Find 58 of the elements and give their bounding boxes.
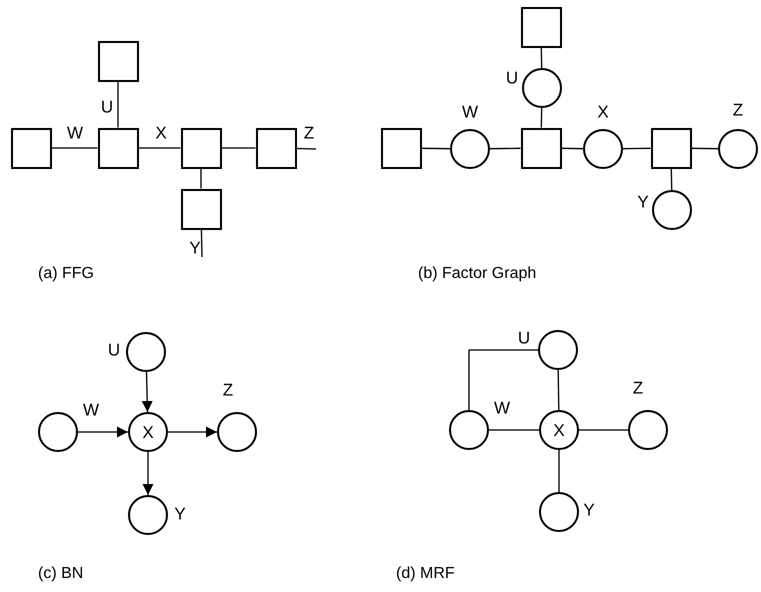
variable-label: X bbox=[597, 104, 609, 120]
panel-caption: (d) MRF bbox=[396, 566, 455, 582]
connector-line bbox=[540, 47, 542, 68]
variable-label: Y bbox=[637, 194, 649, 210]
arrow bbox=[142, 372, 153, 412]
connector-line bbox=[200, 168, 202, 188]
node-label: X bbox=[553, 422, 565, 438]
edge-label: U bbox=[100, 98, 114, 116]
variable-label: W bbox=[82, 402, 100, 418]
connector-line bbox=[52, 147, 98, 149]
connector-line bbox=[138, 147, 180, 149]
variable-label: W bbox=[462, 104, 478, 120]
factor-box bbox=[650, 128, 692, 168]
variable-label: U bbox=[506, 70, 518, 86]
edge-label: W bbox=[66, 124, 84, 142]
connector-line bbox=[490, 148, 520, 150]
arrow bbox=[142, 452, 154, 495]
edge-label: X bbox=[155, 124, 167, 142]
connector-line bbox=[670, 168, 672, 190]
variable-label: Z bbox=[222, 382, 234, 398]
variable-label: Z bbox=[632, 380, 644, 396]
factor-box bbox=[520, 6, 562, 48]
factor-box bbox=[380, 128, 422, 168]
connector-line bbox=[623, 148, 650, 150]
factor-box bbox=[98, 128, 138, 168]
connector-line bbox=[558, 370, 560, 410]
connector-line bbox=[422, 148, 450, 150]
variable-label: W bbox=[494, 400, 510, 416]
panel-caption: (a) FFG bbox=[38, 266, 94, 282]
arrow bbox=[78, 426, 128, 438]
arrow bbox=[168, 426, 217, 438]
node-label: X bbox=[142, 424, 154, 440]
variable-label: Y bbox=[174, 506, 186, 522]
factor-box bbox=[520, 128, 562, 168]
edge-label: Z bbox=[304, 124, 314, 142]
connector-line bbox=[117, 82, 119, 128]
connector-line bbox=[489, 429, 539, 431]
panel-caption: (b) Factor Graph bbox=[418, 266, 536, 282]
factor-box bbox=[10, 128, 52, 168]
factor-box bbox=[180, 128, 222, 168]
connector-line bbox=[540, 108, 542, 128]
connector-line bbox=[200, 229, 203, 258]
connector-line bbox=[468, 349, 538, 410]
panel-caption: (c) BN bbox=[38, 566, 84, 582]
factor-box bbox=[98, 40, 138, 82]
variable-label: Y bbox=[583, 502, 595, 518]
variable-label: U bbox=[108, 342, 120, 358]
variable-label: Z bbox=[732, 102, 744, 118]
edge-label: Y bbox=[189, 240, 201, 256]
connector-line bbox=[222, 147, 256, 149]
factor-box bbox=[256, 128, 296, 168]
connector-line bbox=[296, 148, 316, 150]
connector-line bbox=[692, 148, 718, 150]
connector-line bbox=[561, 148, 584, 150]
connector-line bbox=[579, 429, 628, 431]
variable-label: U bbox=[518, 330, 530, 346]
connector-line bbox=[558, 450, 560, 492]
factor-box bbox=[180, 188, 222, 230]
